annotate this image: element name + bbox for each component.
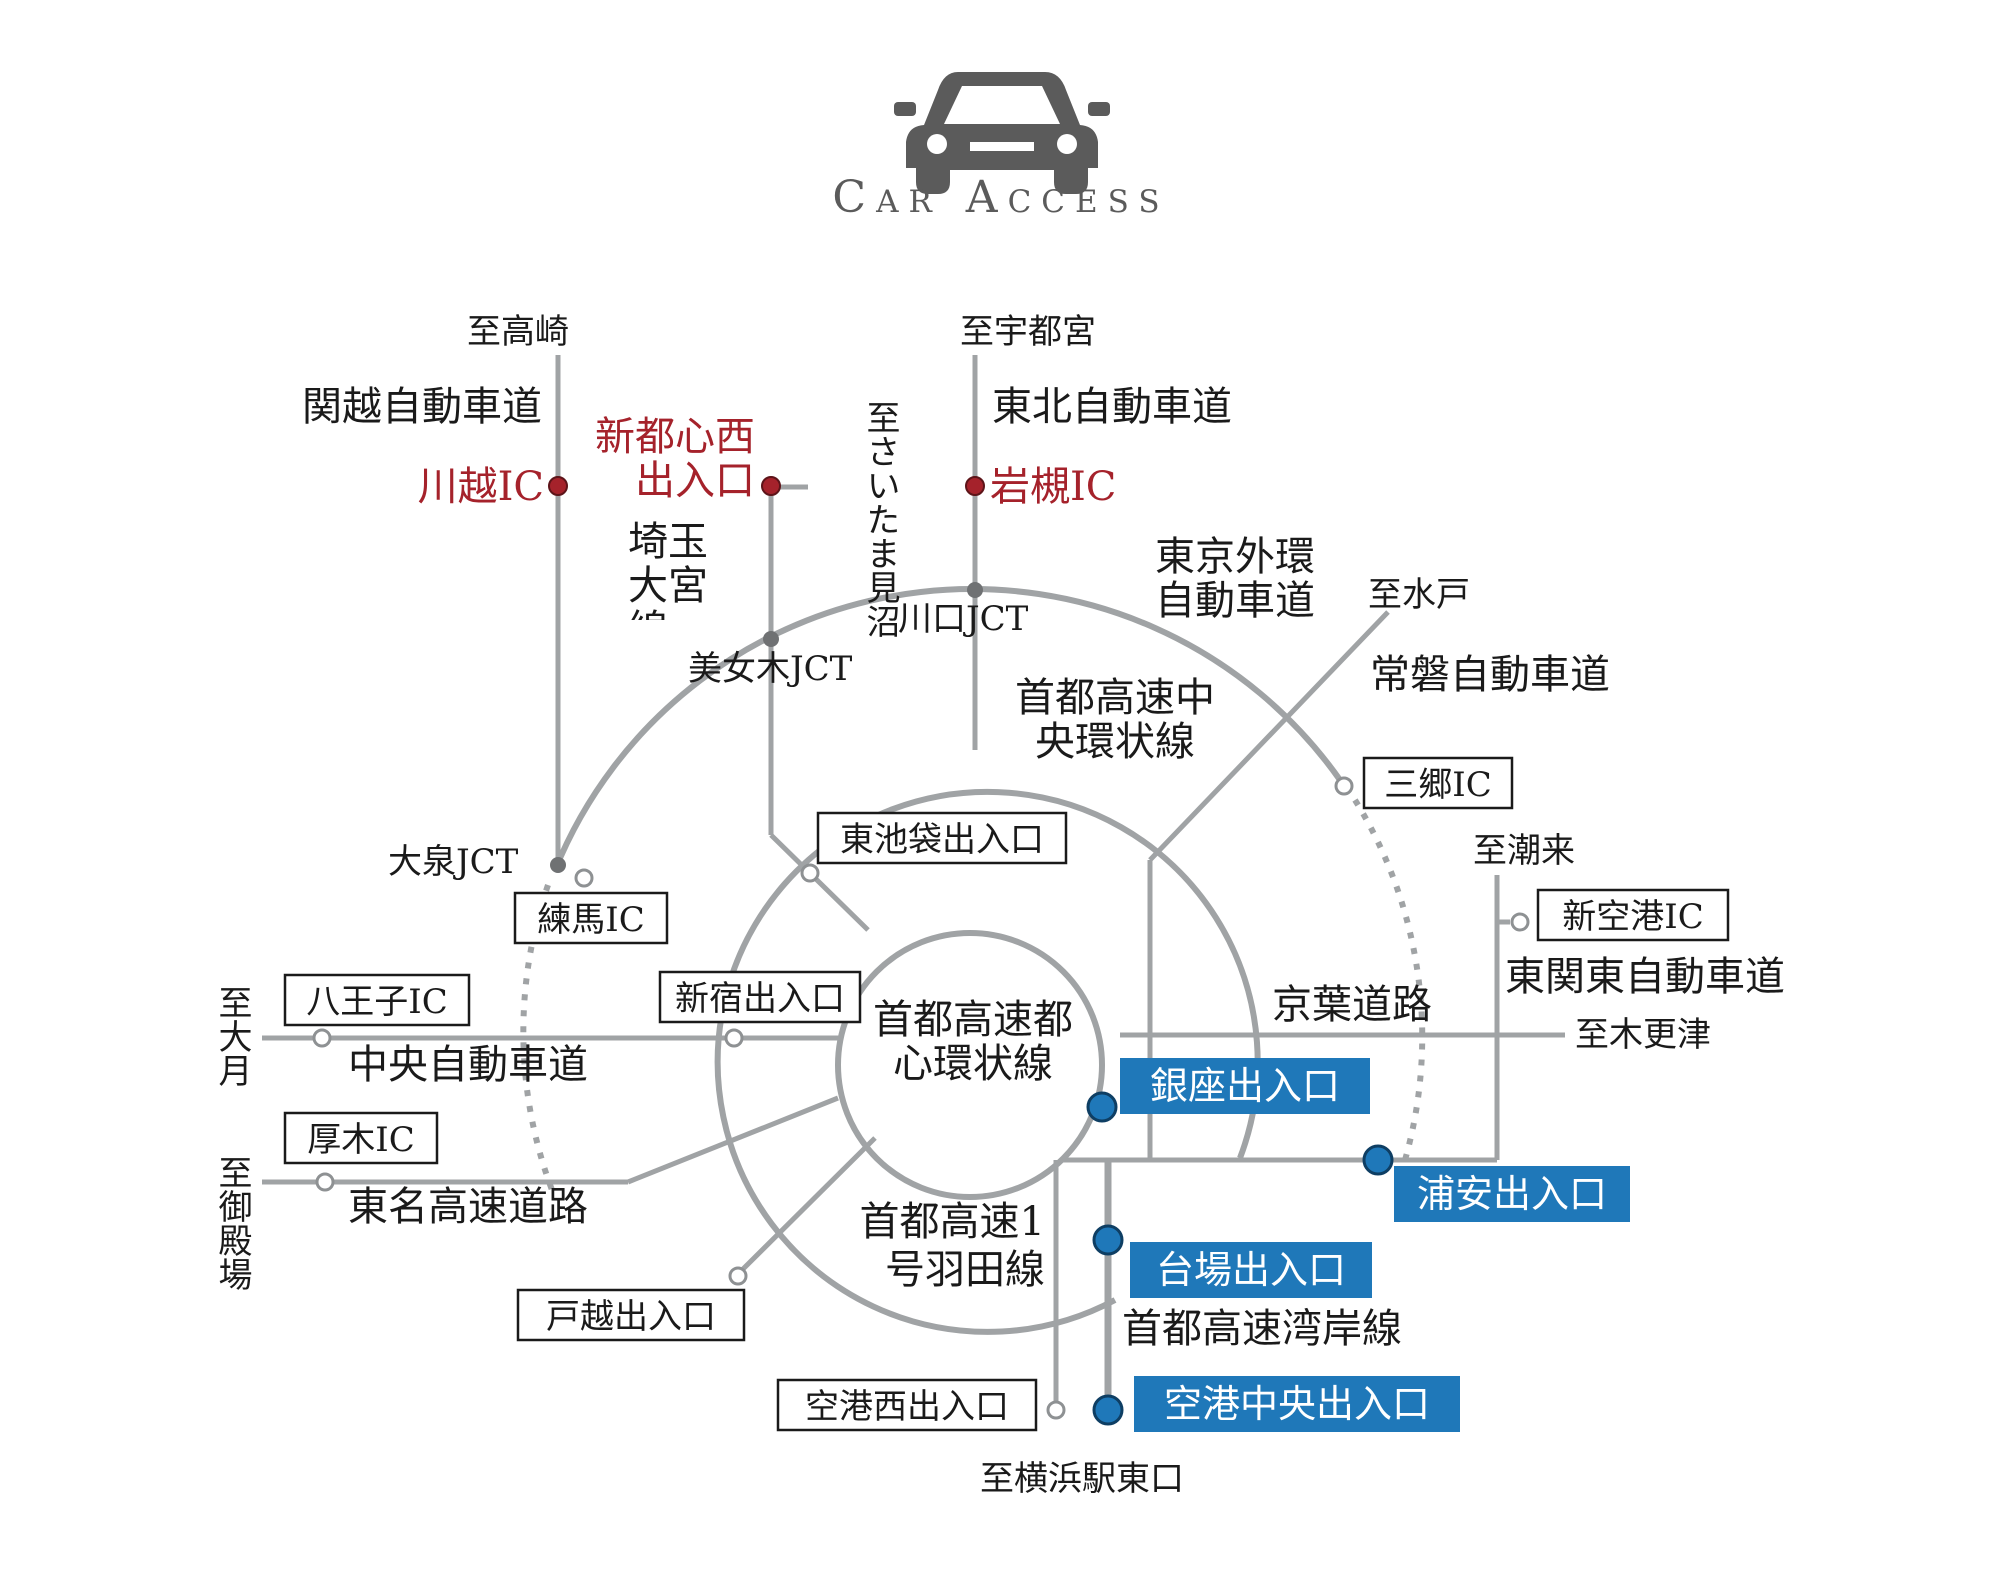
atsugi-ic-marker [315, 1172, 335, 1192]
jct-kawaguchi: 川口JCT [898, 599, 1029, 639]
road-tomei: 東名高速道路 [348, 1184, 588, 1230]
ic-shinkuko: 新空港IC [1562, 897, 1703, 937]
ramp-ginza: 銀座出入口 [1150, 1064, 1340, 1108]
road-saitama-omiya: 埼玉大宮線 [628, 520, 708, 620]
road-gaikan: 東京外環自動車道 [1155, 535, 1315, 624]
central-ring [714, 788, 1261, 1335]
oizumi-jct-marker [550, 857, 566, 873]
urayasu-marker [1362, 1144, 1394, 1176]
road-joban: 常磐自動車道 [1370, 652, 1610, 698]
road-name-labels: 関越自動車道 東北自動車道 埼玉大宮線 東京外環自動車道 常磐自動車道 首都高速… [302, 384, 1785, 1352]
ramp-kuko-chuo: 空港中央出入口 [1164, 1382, 1430, 1426]
ramp-daiba: 台場出入口 [1156, 1248, 1346, 1292]
ic-iwatsuki: 岩槻IC [990, 464, 1116, 510]
road-keiyo: 京葉道路 [1272, 982, 1432, 1028]
page-title: Car Access [832, 172, 1169, 223]
dest-kisarazu: 至木更津 [1575, 1015, 1711, 1055]
misato-ic-marker [1334, 776, 1354, 796]
higashi-ikebukuro-marker [800, 863, 820, 883]
kuko-chuo-marker [1092, 1394, 1124, 1426]
jct-bijogi: 美女木JCT [688, 649, 853, 689]
hachioji-ic-marker [312, 1028, 332, 1048]
road-network [262, 355, 1565, 1410]
road-nodes [312, 476, 1530, 1426]
dest-itako: 至潮来 [1473, 831, 1575, 871]
ic-kuko-nishi: 空港西出入口 [805, 1387, 1009, 1427]
dest-otsuki: 至大月 [212, 985, 252, 1087]
togoshi-marker [728, 1266, 748, 1286]
road-tohoku: 東北自動車道 [992, 384, 1232, 430]
gaikan-ring [552, 586, 1343, 872]
daiba-marker [1092, 1224, 1124, 1256]
road-kanetsu: 関越自動車道 [302, 384, 542, 430]
road-bayshore: 首都高速湾岸線 [1122, 1306, 1402, 1352]
ic-kawagoe: 川越IC [418, 464, 544, 510]
road-central-ring: 首都高速中央環状線 [1015, 676, 1215, 765]
ic-hachioji: 八王子IC [306, 982, 447, 1022]
dest-saitama-minuma: 至さいたま見沼 [860, 400, 900, 638]
ramp-urayasu: 浦安出入口 [1417, 1172, 1607, 1216]
gaikan-ring-dotted-east [1352, 798, 1426, 1161]
car-icon [894, 72, 1110, 194]
dest-mito: 至水戸 [1368, 575, 1470, 615]
dest-gotemba: 至御殿場 [212, 1155, 252, 1291]
inner-ring [835, 930, 1105, 1200]
jct-oizumi: 大泉JCT [388, 842, 519, 882]
junction-labels: 川口JCT 美女木JCT 大泉JCT [388, 599, 1029, 882]
ic-higashi-ikebukuro: 東池袋出入口 [840, 820, 1044, 860]
ic-shinjuku: 新宿出入口 [675, 979, 845, 1019]
red-ic-labels: 川越IC 新都心西出入口 岩槻IC [418, 415, 1117, 510]
dest-utsunomiya: 至宇都宮 [960, 312, 1096, 352]
boxed-ic-labels: 三郷IC 東池袋出入口 練馬IC 新空港IC 八王子IC 新宿出入口 厚木IC … [283, 756, 1730, 1432]
kawaguchi-jct-marker [967, 582, 983, 598]
ic-togoshi: 戸越出入口 [546, 1297, 716, 1337]
shinjuku-marker [724, 1028, 744, 1048]
nerima-ic-marker [574, 868, 594, 888]
kuko-nishi-marker [1046, 1400, 1066, 1420]
ic-misato: 三郷IC [1384, 765, 1491, 805]
ic-nerima: 練馬IC [537, 900, 644, 940]
road-inner-ring: 首都高速都心環状線 [873, 998, 1073, 1087]
bijogi-jct-marker [763, 631, 779, 647]
ic-shintoshin-nishi: 新都心西出入口 [595, 415, 755, 504]
iwatsuki-ic-marker [965, 476, 985, 496]
destination-labels: 至高崎 至宇都宮 至さいたま見沼 至水戸 至潮来 至木更津 至大月 至御殿場 至… [212, 312, 1711, 1499]
dest-yokohama-east: 至横浜駅東口 [980, 1459, 1184, 1499]
road-chuo: 中央自動車道 [348, 1042, 588, 1088]
shintoshin-nishi-marker [761, 476, 781, 496]
road-higashi-kanto: 東関東自動車道 [1505, 954, 1785, 1000]
shinkuko-ic-marker [1510, 912, 1530, 932]
ic-atsugi: 厚木IC [307, 1120, 414, 1160]
dest-takasaki: 至高崎 [467, 312, 569, 352]
ginza-marker [1086, 1091, 1118, 1123]
blue-ramp-labels: 銀座出入口 浦安出入口 台場出入口 空港中央出入口 [1120, 1058, 1630, 1432]
kawagoe-ic-marker [548, 476, 568, 496]
road-haneda1: 首都高速1号羽田線 [859, 1199, 1045, 1293]
